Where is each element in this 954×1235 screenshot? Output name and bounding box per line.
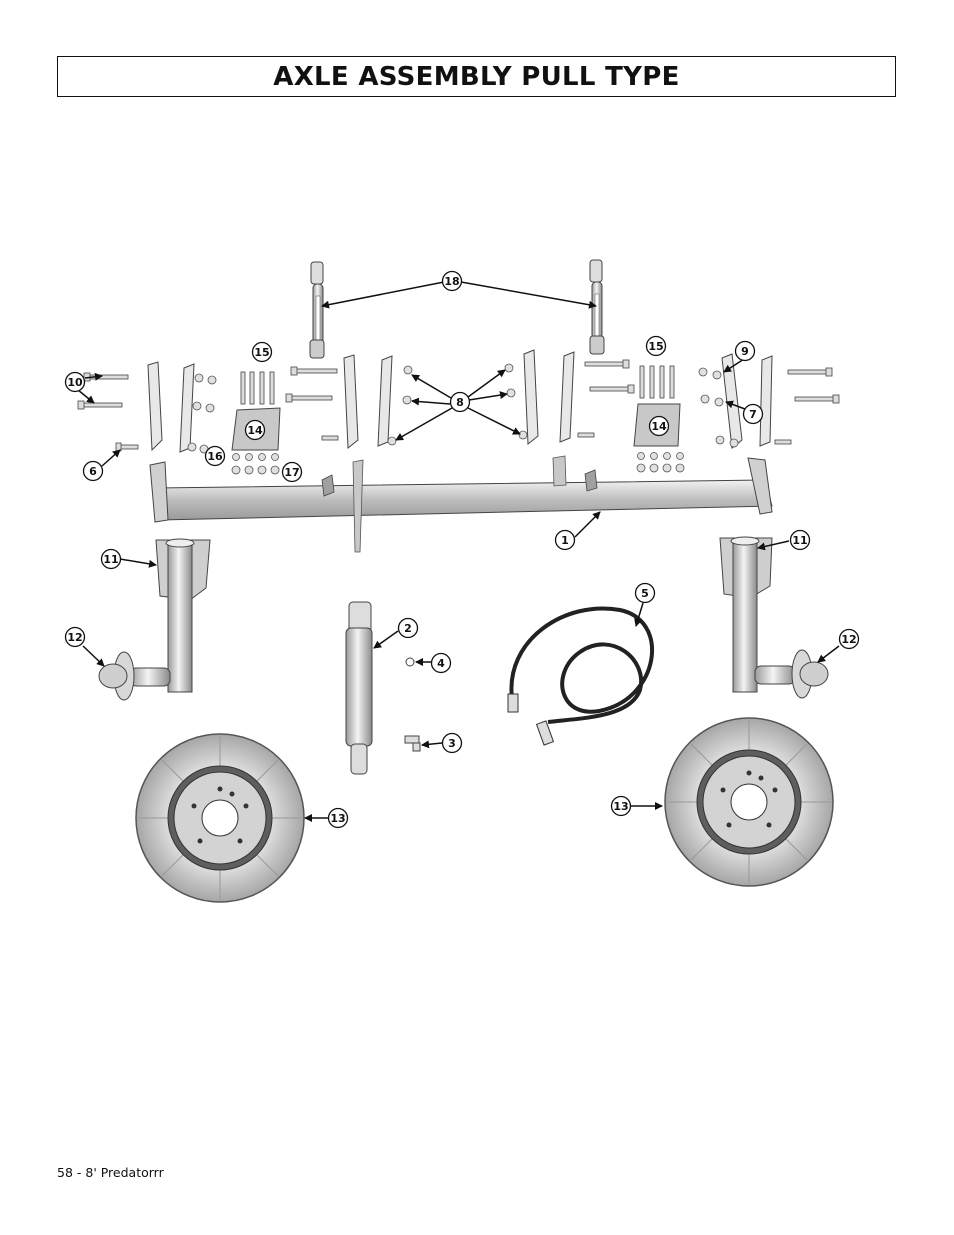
svg-text:6: 6 (89, 465, 97, 478)
page-title: AXLE ASSEMBLY PULL TYPE (273, 61, 680, 92)
nuts-washers (187, 363, 739, 475)
callout-9: 9 (734, 340, 756, 362)
svg-text:13: 13 (330, 812, 345, 825)
svg-text:10: 10 (67, 376, 83, 389)
svg-text:14: 14 (247, 424, 263, 437)
svg-text:17: 17 (284, 466, 299, 479)
callout-17: 17 (281, 461, 303, 483)
bolts (77, 359, 840, 452)
fitting-4 (405, 657, 415, 667)
callout-14-left: 14 (244, 419, 266, 441)
bracket-set-center-right (523, 349, 575, 446)
svg-text:13: 13 (613, 800, 628, 813)
svg-text:3: 3 (448, 737, 456, 750)
callout-4: 4 (430, 652, 452, 674)
turnbuckle-left (309, 261, 325, 359)
spindle-right (719, 536, 829, 699)
elbow-fitting-3 (404, 735, 421, 752)
callout-18: 18 (441, 270, 463, 292)
page-title-box: AXLE ASSEMBLY PULL TYPE (57, 56, 896, 97)
callout-12-right: 12 (838, 628, 860, 650)
callout-14-right: 14 (648, 415, 670, 437)
wheel-right (664, 717, 834, 887)
callout-16: 16 (204, 445, 226, 467)
svg-text:12: 12 (841, 633, 856, 646)
bracket-set-left (147, 361, 195, 453)
callout-7: 7 (742, 403, 764, 425)
svg-text:18: 18 (444, 275, 459, 288)
svg-text:8: 8 (456, 396, 464, 409)
spindle-left (98, 538, 211, 701)
wheel-left (135, 733, 305, 903)
svg-text:1: 1 (561, 534, 569, 547)
callout-10: 10 (64, 371, 86, 393)
callout-3: 3 (441, 732, 463, 754)
svg-text:11: 11 (103, 553, 118, 566)
page-footer: 58 - 8' Predatorrr (57, 1165, 164, 1180)
callout-11-left: 11 (100, 548, 122, 570)
svg-text:15: 15 (648, 340, 663, 353)
callout-15-right: 15 (645, 335, 667, 357)
svg-text:12: 12 (67, 631, 82, 644)
u-bolts-right (639, 365, 675, 399)
svg-text:16: 16 (207, 450, 223, 463)
svg-text:15: 15 (254, 346, 269, 359)
hydraulic-hose (507, 606, 654, 746)
callout-2: 2 (397, 617, 419, 639)
svg-text:7: 7 (749, 408, 757, 421)
svg-text:14: 14 (651, 420, 667, 433)
callout-1: 1 (554, 529, 576, 551)
leader-lines (77, 281, 840, 822)
callout-6: 6 (82, 460, 104, 482)
axle-tube (149, 455, 773, 553)
hydraulic-cylinder (345, 601, 373, 775)
svg-text:5: 5 (641, 587, 649, 600)
bracket-set-center-left (343, 354, 393, 450)
turnbuckle-right (589, 259, 605, 355)
callout-13-right: 13 (610, 795, 632, 817)
callout-8: 8 (449, 391, 471, 413)
callout-13-left: 13 (327, 807, 349, 829)
svg-text:9: 9 (741, 345, 749, 358)
svg-text:11: 11 (792, 534, 807, 547)
u-bolts-left (240, 371, 275, 405)
callout-12-left: 12 (64, 626, 86, 648)
callout-15-left: 15 (251, 341, 273, 363)
svg-text:4: 4 (437, 657, 445, 670)
callout-5: 5 (634, 582, 656, 604)
svg-text:2: 2 (404, 622, 412, 635)
callout-11-right: 11 (789, 529, 811, 551)
